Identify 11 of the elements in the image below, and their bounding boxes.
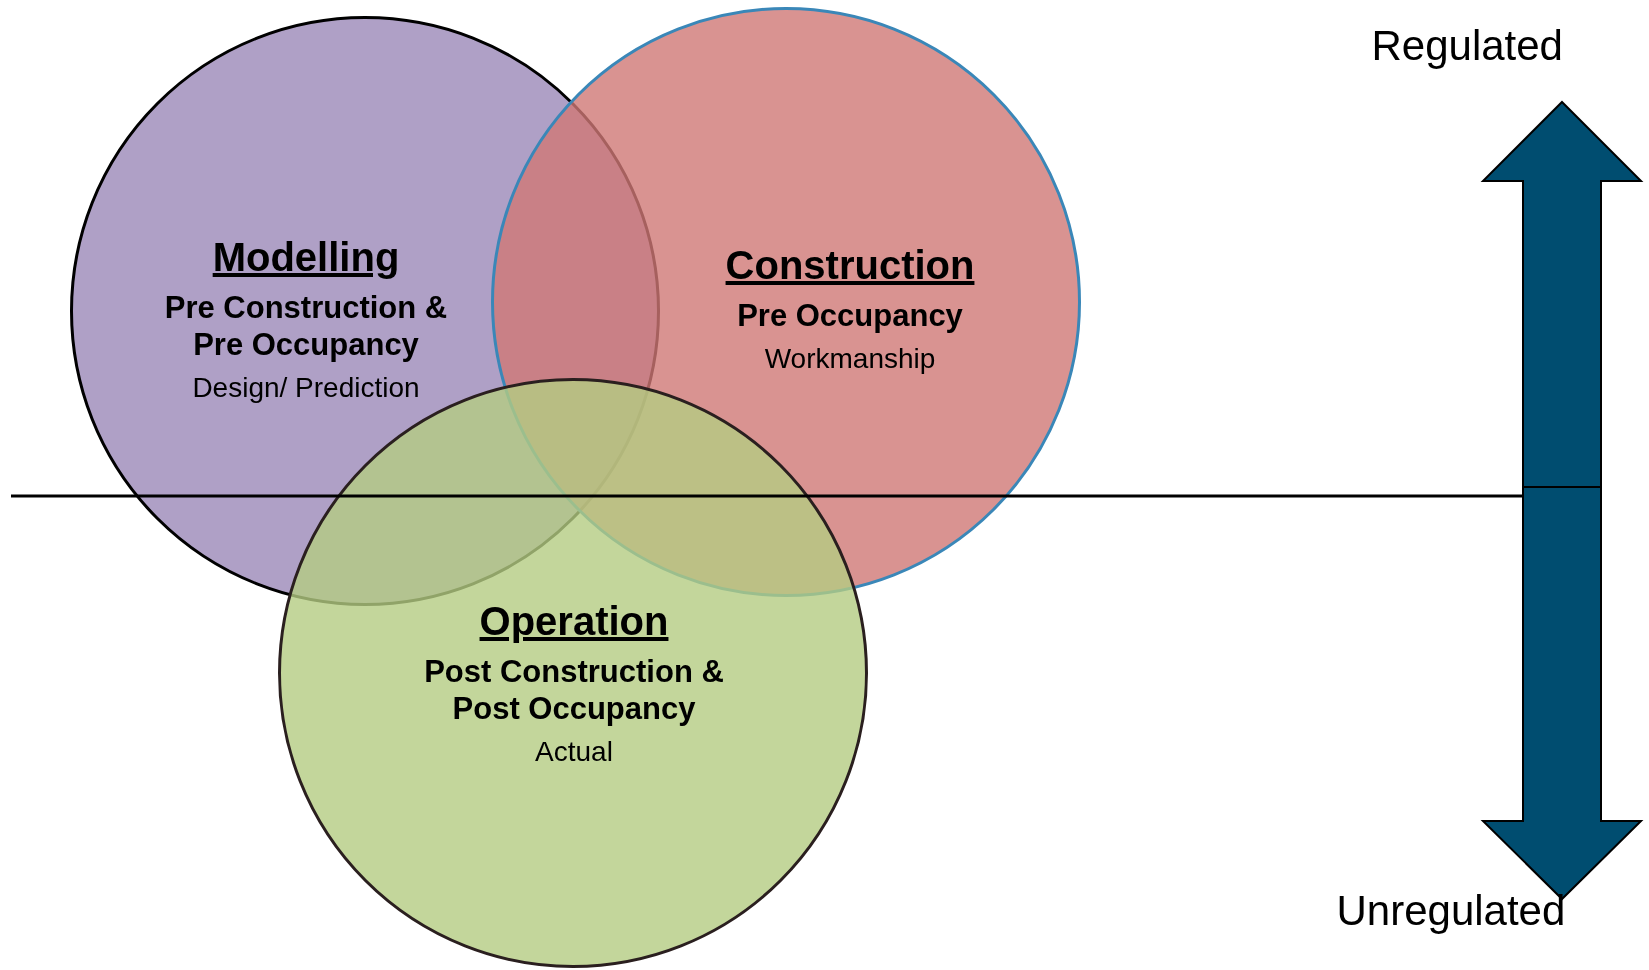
circle-title: Operation (479, 599, 669, 643)
circle-description: Actual (535, 735, 613, 769)
circle-subtitle: Pre Construction & Pre Occupancy (163, 289, 449, 364)
circle-subtitle: Post Construction & Post Occupancy (423, 653, 725, 728)
circle-subtitle: Pre Occupancy (736, 297, 964, 335)
circle-description: Design/ Prediction (192, 371, 420, 405)
scale-label: Unregulated (1336, 887, 1566, 935)
circle-description: Workmanship (764, 342, 936, 376)
circle-title: Construction (725, 243, 975, 287)
circle-title: Modelling (212, 235, 400, 279)
scale-label: Regulated (1371, 22, 1563, 70)
